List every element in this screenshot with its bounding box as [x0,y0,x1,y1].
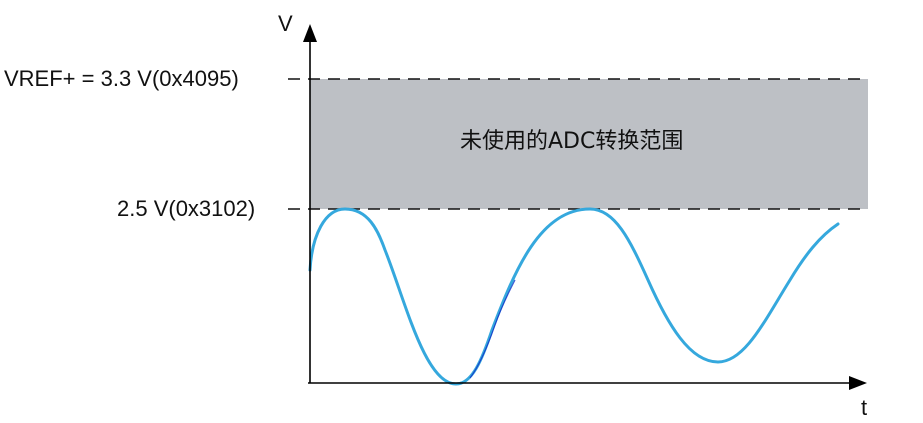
y-axis-label: V [278,11,293,36]
unused-range-label: 未使用的ADC转换范围 [460,129,684,154]
y-axis-arrow-icon [303,24,317,42]
v25-label: 2.5 V(0x3102) [117,196,256,221]
x-axis-arrow-icon [849,376,867,390]
signal-highlight-segment [469,279,516,379]
x-axis-label: t [861,395,868,420]
vref-label: VREF+ = 3.3 V(0x4095) [4,66,239,91]
signal-waveform [308,207,840,386]
unused-range-band [310,79,868,209]
